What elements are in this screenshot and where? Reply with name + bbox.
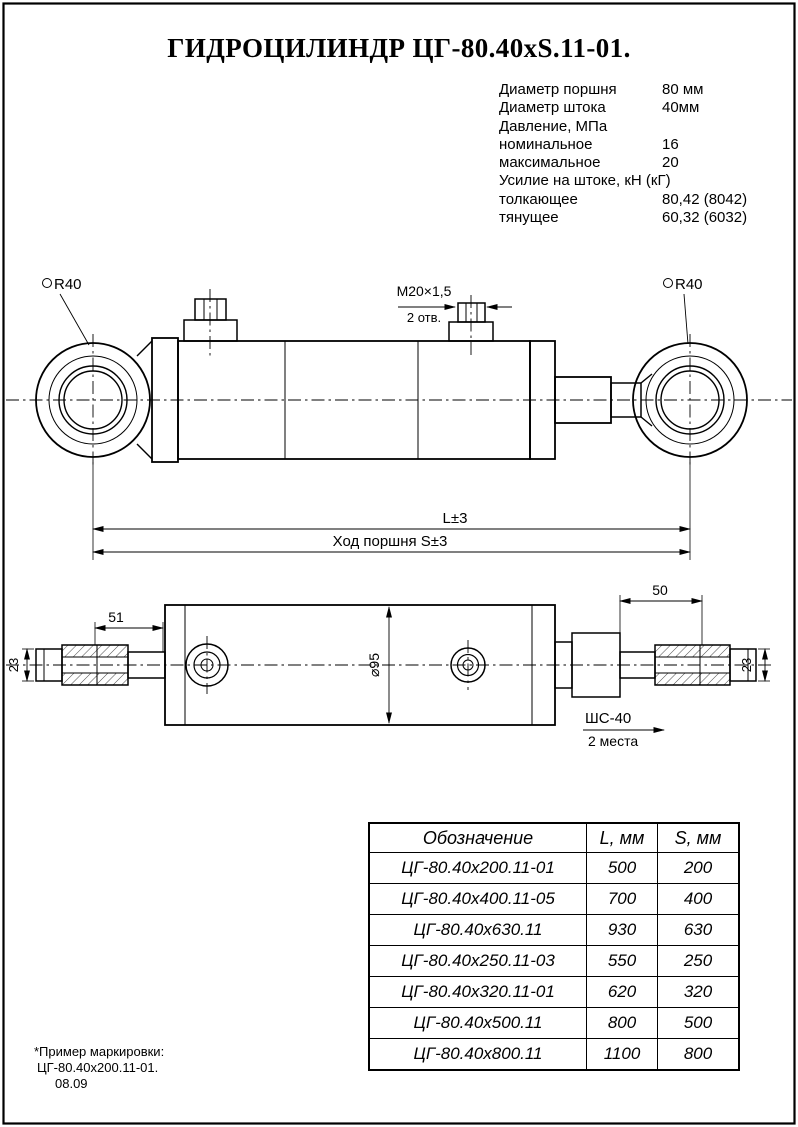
dim-stroke: Ход поршня S±3 xyxy=(333,533,448,550)
top-view xyxy=(6,604,774,726)
marking-note-line1: *Пример маркировки: xyxy=(34,1044,165,1059)
table-cell-S: 250 xyxy=(657,945,738,976)
spec-row: номинальное 16 xyxy=(499,136,791,154)
table-cell-L: 930 xyxy=(586,914,657,945)
spec-value: 20 xyxy=(662,154,679,172)
dim-m20-note: 2 отв. xyxy=(407,310,441,325)
main-view xyxy=(6,289,792,466)
table-cell-designation: ЦГ-80.40x320.11-01 xyxy=(370,976,586,1007)
designation-table: Обозначение L, мм S, мм ЦГ-80.40x200.11-… xyxy=(368,822,740,1071)
table-cell-designation: ЦГ-80.40x500.11 xyxy=(370,1007,586,1038)
left-eye-top xyxy=(35,644,166,686)
spec-row: тянущее 60,32 (6032) xyxy=(499,209,791,227)
spec-value: 80,42 (8042) xyxy=(662,190,748,208)
table-cell-S: 800 xyxy=(657,1038,738,1069)
marking-note-line2: ЦГ-80.40x200.11-01. xyxy=(37,1060,159,1075)
spec-label: максимальное xyxy=(499,154,601,172)
spec-label: Диаметр поршня xyxy=(499,81,617,98)
spec-label: Диаметр штока xyxy=(499,99,606,117)
table-cell-designation: ЦГ-80.40x200.11-01 xyxy=(370,852,586,883)
marking-note-line3: 08.09 xyxy=(55,1076,88,1091)
cylinder-body xyxy=(151,337,556,463)
dim-r40-right: R40 xyxy=(675,276,703,293)
right-eye-top xyxy=(554,632,757,698)
dim-m20: M20×1,5 xyxy=(397,283,452,299)
dim-50: 50 xyxy=(652,582,668,598)
right-rod-end-eye xyxy=(632,342,748,458)
spec-row: максимальное 20 xyxy=(499,154,791,172)
table-cell-L: 620 xyxy=(586,976,657,1007)
table-cell-designation: ЦГ-80.40x630.11 xyxy=(370,914,586,945)
spec-label: Давление, МПа xyxy=(499,117,608,135)
dim-shs40-note: 2 места xyxy=(588,733,638,749)
table-cell-L: 700 xyxy=(586,883,657,914)
table-cell-S: 630 xyxy=(657,914,738,945)
dim-23-right: 23 xyxy=(739,658,754,672)
spec-row: Диаметр штока 40мм xyxy=(499,99,791,117)
spec-value: 60,32 (6032) xyxy=(662,209,748,227)
table-cell-L: 1100 xyxy=(586,1038,657,1069)
table-cell-S: 400 xyxy=(657,883,738,914)
spec-row: Давление, МПа xyxy=(499,118,791,136)
right-port-plug xyxy=(457,302,486,323)
leader-dot xyxy=(663,278,673,288)
spec-label: толкающее xyxy=(499,190,578,208)
table-header-S: S, мм xyxy=(657,824,738,852)
marking-note: *Пример маркировки: ЦГ-80.40x200.11-01. … xyxy=(34,1044,164,1092)
left-port-plug xyxy=(194,298,227,321)
page-title: ГИДРОЦИЛИНДР ЦГ-80.40xS.11-01. xyxy=(167,33,631,63)
table-cell-designation: ЦГ-80.40x250.11-03 xyxy=(370,945,586,976)
right-pin xyxy=(729,648,757,682)
table-cell-S: 500 xyxy=(657,1007,738,1038)
right-port-top xyxy=(450,647,486,683)
table-cell-S: 200 xyxy=(657,852,738,883)
dim-23-left: 23 xyxy=(6,658,21,672)
spec-value: 16 xyxy=(662,135,679,153)
spec-value: 80 мм xyxy=(662,81,704,98)
main-view-dimensions: R40 R40 M20×1,5 2 отв. L±3 Ход поршня S±… xyxy=(42,276,703,560)
table-cell-designation: ЦГ-80.40x400.11-05 xyxy=(370,883,586,914)
table-cell-L: 550 xyxy=(586,945,657,976)
dim-shs40: ШС-40 xyxy=(585,710,631,727)
top-view-dimensions: 51 50 23 23 ⌀95 ШС-40 2 места xyxy=(6,582,770,749)
rod-shank xyxy=(610,382,642,418)
left-port xyxy=(183,298,238,342)
left-port-top xyxy=(185,643,229,687)
right-port xyxy=(448,302,494,342)
dim-dia95: ⌀95 xyxy=(366,653,382,677)
dim-51: 51 xyxy=(108,609,124,625)
table-cell-L: 800 xyxy=(586,1007,657,1038)
spec-label: тянущее xyxy=(499,209,559,227)
table-cell-L: 500 xyxy=(586,852,657,883)
dim-length: L±3 xyxy=(443,510,468,527)
table-header-designation: Обозначение xyxy=(422,827,534,848)
spec-row: толкающее 80,42 (8042) xyxy=(499,191,791,209)
table-cell-designation: ЦГ-80.40x800.11 xyxy=(370,1038,586,1069)
left-rod-end-eye xyxy=(35,340,153,460)
spec-list: Диаметр поршня 80 мм Диаметр штока 40мм … xyxy=(499,81,791,227)
table-header-L: L, мм xyxy=(586,824,657,852)
table-cell-S: 320 xyxy=(657,976,738,1007)
leader-dot xyxy=(42,278,52,288)
dim-r40-left: R40 xyxy=(54,276,82,293)
spec-row: Диаметр поршня 80 мм xyxy=(499,81,791,99)
spec-label: номинальное xyxy=(499,135,593,153)
spec-row: Усилие на штоке, кН (кГ) xyxy=(499,172,791,190)
spec-label: Усилие на штоке, кН (кГ) xyxy=(499,172,671,190)
spec-value: 40мм xyxy=(662,99,700,117)
